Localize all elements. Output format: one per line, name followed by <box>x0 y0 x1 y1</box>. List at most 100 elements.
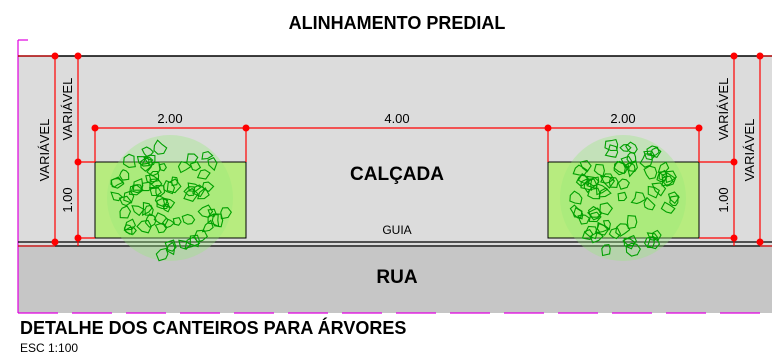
dim-bed-right-width: 2.00 <box>610 111 635 126</box>
tree-leaf-cluster <box>643 150 656 161</box>
tree-leaf-cluster <box>583 178 598 194</box>
tree-leaf-cluster <box>601 243 611 257</box>
tree-leaf-cluster <box>136 219 152 234</box>
tree-leaf-cluster <box>146 161 161 177</box>
tree-leaf-cluster <box>119 169 130 181</box>
tree-leaf-cluster <box>211 213 224 228</box>
tree-left <box>107 135 233 262</box>
dim-bed-depth-left: 1.00 <box>60 187 75 212</box>
tree-leaf-cluster <box>646 232 659 241</box>
tree-leaf-cluster <box>604 138 619 152</box>
tree-leaf-cluster <box>651 229 662 242</box>
tree-leaf-cluster <box>166 178 182 194</box>
tree-leaf-cluster <box>588 211 602 223</box>
tree-leaf-cluster <box>646 145 660 156</box>
tree-leaf-cluster <box>643 165 658 180</box>
street-area <box>18 245 772 313</box>
tree-leaf-cluster <box>623 237 636 250</box>
tree-leaf-cluster <box>660 201 676 214</box>
tree-leaf-cluster <box>615 223 631 237</box>
tree-leaf-cluster <box>608 176 619 188</box>
tree-leaf-cluster <box>627 160 638 172</box>
tree-leaf-cluster <box>587 205 602 221</box>
tree-leaf-cluster <box>141 156 154 166</box>
tree-leaf-cluster <box>661 175 674 187</box>
dim-bed-left-width: 2.00 <box>157 111 182 126</box>
tree-leaf-cluster <box>201 219 214 233</box>
tree-leaf-cluster <box>136 156 150 167</box>
page-title: ALINHAMENTO PREDIAL <box>289 13 506 33</box>
tree-leaf-cluster <box>158 162 167 172</box>
tree-leaf-cluster <box>608 227 622 240</box>
tree-leaf-cluster <box>586 175 600 190</box>
tree-leaf-cluster <box>657 161 670 173</box>
tree-leaf-cluster <box>649 147 662 158</box>
tree-leaf-cluster <box>110 176 125 189</box>
tree-leaf-cluster <box>580 178 593 191</box>
tree-leaf-cluster <box>202 181 215 193</box>
tree-leaf-cluster <box>172 216 182 226</box>
tree-leaf-cluster <box>598 187 612 198</box>
tree-right <box>560 135 686 261</box>
dim-variable-inner-left: VARIÁVEL <box>60 78 75 141</box>
tree-leaf-cluster <box>639 153 653 168</box>
tree-leaf-cluster <box>658 169 668 182</box>
tree-leaf-cluster <box>596 183 609 196</box>
tree-leaf-cluster <box>110 191 124 202</box>
dimension-dots <box>51 52 764 246</box>
dim-gap-width: 4.00 <box>384 111 409 126</box>
tree-leaf-cluster <box>189 161 202 172</box>
tree-leaf-cluster <box>196 169 211 180</box>
tree-leaf-cluster <box>625 242 641 257</box>
tree-leaf-cluster <box>154 194 169 208</box>
tree-leaf-cluster <box>577 214 590 225</box>
tree-leaf-cluster <box>667 191 680 205</box>
tree-canopy-fill <box>107 135 233 261</box>
curb-label: GUIA <box>382 223 411 237</box>
street-label: RUA <box>376 267 417 288</box>
tree-leaf-cluster <box>141 201 153 216</box>
dimension-lines <box>54 56 761 246</box>
tree-leaf-cluster <box>596 221 611 233</box>
tree-leaf-cluster <box>647 185 660 199</box>
tree-leaf-cluster <box>581 229 594 241</box>
tree-leaf-cluster <box>153 139 168 155</box>
tree-leaf-cluster <box>625 141 638 154</box>
tree-leaf-cluster <box>131 205 145 217</box>
tree-leaf-cluster <box>619 144 632 152</box>
tree-leaf-cluster <box>207 208 217 218</box>
tree-leaf-cluster <box>646 236 661 250</box>
tree-leaf-cluster <box>617 178 630 190</box>
tree-leaf-cluster <box>579 159 592 173</box>
tree-leaf-cluster <box>613 160 629 176</box>
tree-leaf-cluster <box>665 170 678 184</box>
tree-leaf-cluster <box>140 157 154 172</box>
tree-leaf-cluster <box>617 191 628 202</box>
dim-variable-outer-left: VARIÁVEL <box>37 119 52 182</box>
tree-leaf-cluster <box>143 154 156 166</box>
tree-leaf-cluster <box>630 191 647 205</box>
tree-leaf-cluster <box>162 203 171 213</box>
tree-leaf-cluster <box>669 195 679 207</box>
tree-leaf-cluster <box>626 215 638 230</box>
tree-leaf-cluster <box>192 184 206 198</box>
tree-leaf-cluster <box>189 234 200 248</box>
tree-leaf-cluster <box>599 202 614 216</box>
tree-leaf-cluster <box>141 181 156 192</box>
dim-bed-depth-right: 1.00 <box>716 187 731 212</box>
tree-leaf-cluster <box>569 190 583 205</box>
tree-leaf-cluster <box>599 175 616 189</box>
tree-leaf-cluster <box>626 151 637 165</box>
tree-leaf-cluster <box>123 218 137 231</box>
tree-leaf-cluster <box>119 205 132 219</box>
tree-leaf-cluster <box>623 161 636 178</box>
tree-leaf-cluster <box>183 187 199 202</box>
tree-leaf-cluster <box>130 184 143 194</box>
tree-leaf-cluster <box>207 157 218 172</box>
tree-leaf-cluster <box>584 225 598 240</box>
tree-leaf-cluster <box>593 163 605 177</box>
tree-canopy-fill <box>560 135 686 261</box>
tree-leaf-cluster <box>599 173 615 184</box>
tree-leaf-cluster <box>155 185 166 198</box>
sidewalk-label: CALÇADA <box>350 164 444 185</box>
